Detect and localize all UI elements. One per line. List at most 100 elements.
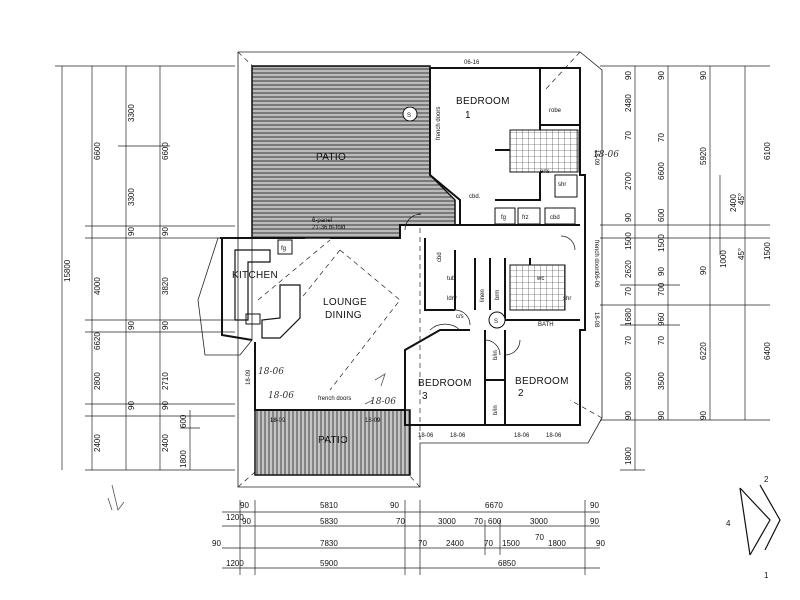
robe-label: robe bbox=[549, 108, 562, 114]
svg-text:90: 90 bbox=[212, 539, 221, 548]
svg-text:2400: 2400 bbox=[161, 434, 170, 452]
handwritten-1806-b: 18-06 bbox=[258, 367, 284, 377]
svg-text:5810: 5810 bbox=[320, 501, 338, 510]
svg-text:3300: 3300 bbox=[127, 188, 136, 206]
shower-ensuite bbox=[554, 174, 578, 198]
svg-text:70: 70 bbox=[418, 539, 427, 548]
window-1806-b2a: 18-06 bbox=[514, 433, 530, 439]
door-swings bbox=[404, 213, 576, 356]
svg-text:45°: 45° bbox=[737, 193, 746, 205]
brm-label: brm bbox=[495, 290, 501, 300]
handwritten-scribble-1 bbox=[107, 484, 125, 511]
window-0616: 06-16 bbox=[464, 60, 480, 66]
svg-text:90: 90 bbox=[624, 213, 633, 222]
svg-text:1000: 1000 bbox=[719, 250, 728, 268]
svg-text:600: 600 bbox=[488, 517, 502, 526]
cbd-k-label: cbd bbox=[437, 252, 443, 262]
svg-text:5920: 5920 bbox=[699, 147, 708, 165]
panel-label-2: 21-36 bi-fold bbox=[312, 225, 345, 231]
svg-text:90: 90 bbox=[161, 227, 170, 236]
svg-text:90: 90 bbox=[699, 411, 708, 420]
svg-text:70: 70 bbox=[535, 533, 544, 542]
lounge-dashed bbox=[257, 239, 401, 391]
svg-text:6850: 6850 bbox=[498, 559, 516, 568]
exterior-walls bbox=[220, 67, 586, 426]
svg-text:1500: 1500 bbox=[657, 234, 666, 252]
handwritten-1806-a: 18-06 bbox=[593, 150, 619, 160]
window-1809-left: 18-09 bbox=[246, 369, 252, 385]
french-doors-bed1: french doors bbox=[436, 107, 442, 140]
handwritten-1806-c: 18-06 bbox=[268, 391, 294, 401]
svg-text:70: 70 bbox=[657, 336, 666, 345]
window-1809-patio2: 18-09 bbox=[365, 418, 381, 424]
svg-text:3300: 3300 bbox=[127, 104, 136, 122]
svg-text:2710: 2710 bbox=[161, 372, 170, 390]
bin3-label: b/in bbox=[493, 350, 499, 360]
patio-bottom-label: PATIO bbox=[318, 435, 348, 446]
kitchen-label: KITCHEN bbox=[232, 270, 278, 281]
svg-text:90: 90 bbox=[624, 71, 633, 80]
lounge-label: LOUNGE bbox=[323, 297, 367, 308]
bedroom2-num: 2 bbox=[518, 388, 524, 399]
panel-label-1: 6-panel bbox=[312, 218, 332, 224]
bath-label: BATH bbox=[538, 322, 554, 328]
svg-text:6220: 6220 bbox=[699, 342, 708, 360]
roof-outline bbox=[237, 51, 603, 488]
svg-text:5900: 5900 bbox=[320, 559, 338, 568]
handwritten-1806-d: 18-06 bbox=[370, 397, 396, 407]
svg-text:2480: 2480 bbox=[624, 94, 633, 112]
kitchen-bench bbox=[234, 249, 301, 339]
svg-text:45°: 45° bbox=[737, 248, 746, 260]
handwritten-scribble-2 bbox=[364, 373, 386, 405]
frz-label: frz bbox=[522, 215, 529, 221]
svg-text:90: 90 bbox=[657, 267, 666, 276]
svg-text:6600: 6600 bbox=[161, 142, 170, 160]
svg-text:1500: 1500 bbox=[763, 242, 772, 260]
svg-text:90: 90 bbox=[657, 411, 666, 420]
french-doors-right: french doors bbox=[593, 240, 599, 273]
window-1806-b2b: 18-06 bbox=[546, 433, 562, 439]
tub-label: tub bbox=[447, 276, 456, 282]
left-dimension-labels: 15800 6600 4000 6620 2800 2400 3300 3300… bbox=[63, 104, 188, 468]
svg-text:90: 90 bbox=[699, 71, 708, 80]
svg-text:90: 90 bbox=[161, 401, 170, 410]
svg-text:6600: 6600 bbox=[657, 162, 666, 180]
ensuite-tiles bbox=[509, 129, 579, 173]
compass-n2: 2 bbox=[764, 475, 769, 484]
svg-text:1200: 1200 bbox=[226, 513, 244, 522]
svg-text:1800: 1800 bbox=[548, 539, 566, 548]
svg-text:90: 90 bbox=[390, 501, 399, 510]
fg-kitchen-label: fg bbox=[281, 246, 286, 252]
svg-text:90: 90 bbox=[127, 321, 136, 330]
svg-text:3820: 3820 bbox=[161, 277, 170, 295]
svg-text:3500: 3500 bbox=[657, 372, 666, 390]
window-1809-patio1: 18-09 bbox=[270, 418, 286, 424]
svg-text:2400: 2400 bbox=[729, 194, 738, 212]
ldry-label: ldry bbox=[447, 296, 457, 302]
svg-text:70: 70 bbox=[624, 287, 633, 296]
french-doors-bottom-1: french doors bbox=[318, 396, 351, 402]
svg-text:90: 90 bbox=[699, 266, 708, 275]
left-dimensions bbox=[55, 65, 235, 471]
fg-top bbox=[494, 207, 516, 225]
smoke-detector-1-label: S bbox=[407, 113, 411, 119]
svg-text:4000: 4000 bbox=[93, 277, 102, 295]
svg-text:1500: 1500 bbox=[624, 232, 633, 250]
patio-bottom-decking bbox=[254, 409, 411, 476]
bedroom2-label: BEDROOM bbox=[515, 376, 569, 387]
svg-text:3000: 3000 bbox=[530, 517, 548, 526]
wet-area-walls bbox=[424, 238, 580, 321]
svg-text:2400: 2400 bbox=[93, 434, 102, 452]
svg-text:6620: 6620 bbox=[93, 332, 102, 350]
compass-n1: 1 bbox=[764, 571, 769, 580]
fridge-kitchen bbox=[277, 239, 293, 255]
window-1806-b3a: 18-06 bbox=[418, 433, 434, 439]
svg-text:70: 70 bbox=[484, 539, 493, 548]
svg-text:1200: 1200 bbox=[226, 559, 244, 568]
smoke-detector-2 bbox=[488, 311, 506, 329]
svg-text:90: 90 bbox=[624, 411, 633, 420]
svg-text:15800: 15800 bbox=[63, 259, 72, 282]
svg-text:90: 90 bbox=[127, 401, 136, 410]
smoke-detector-2-label: S bbox=[494, 319, 498, 325]
